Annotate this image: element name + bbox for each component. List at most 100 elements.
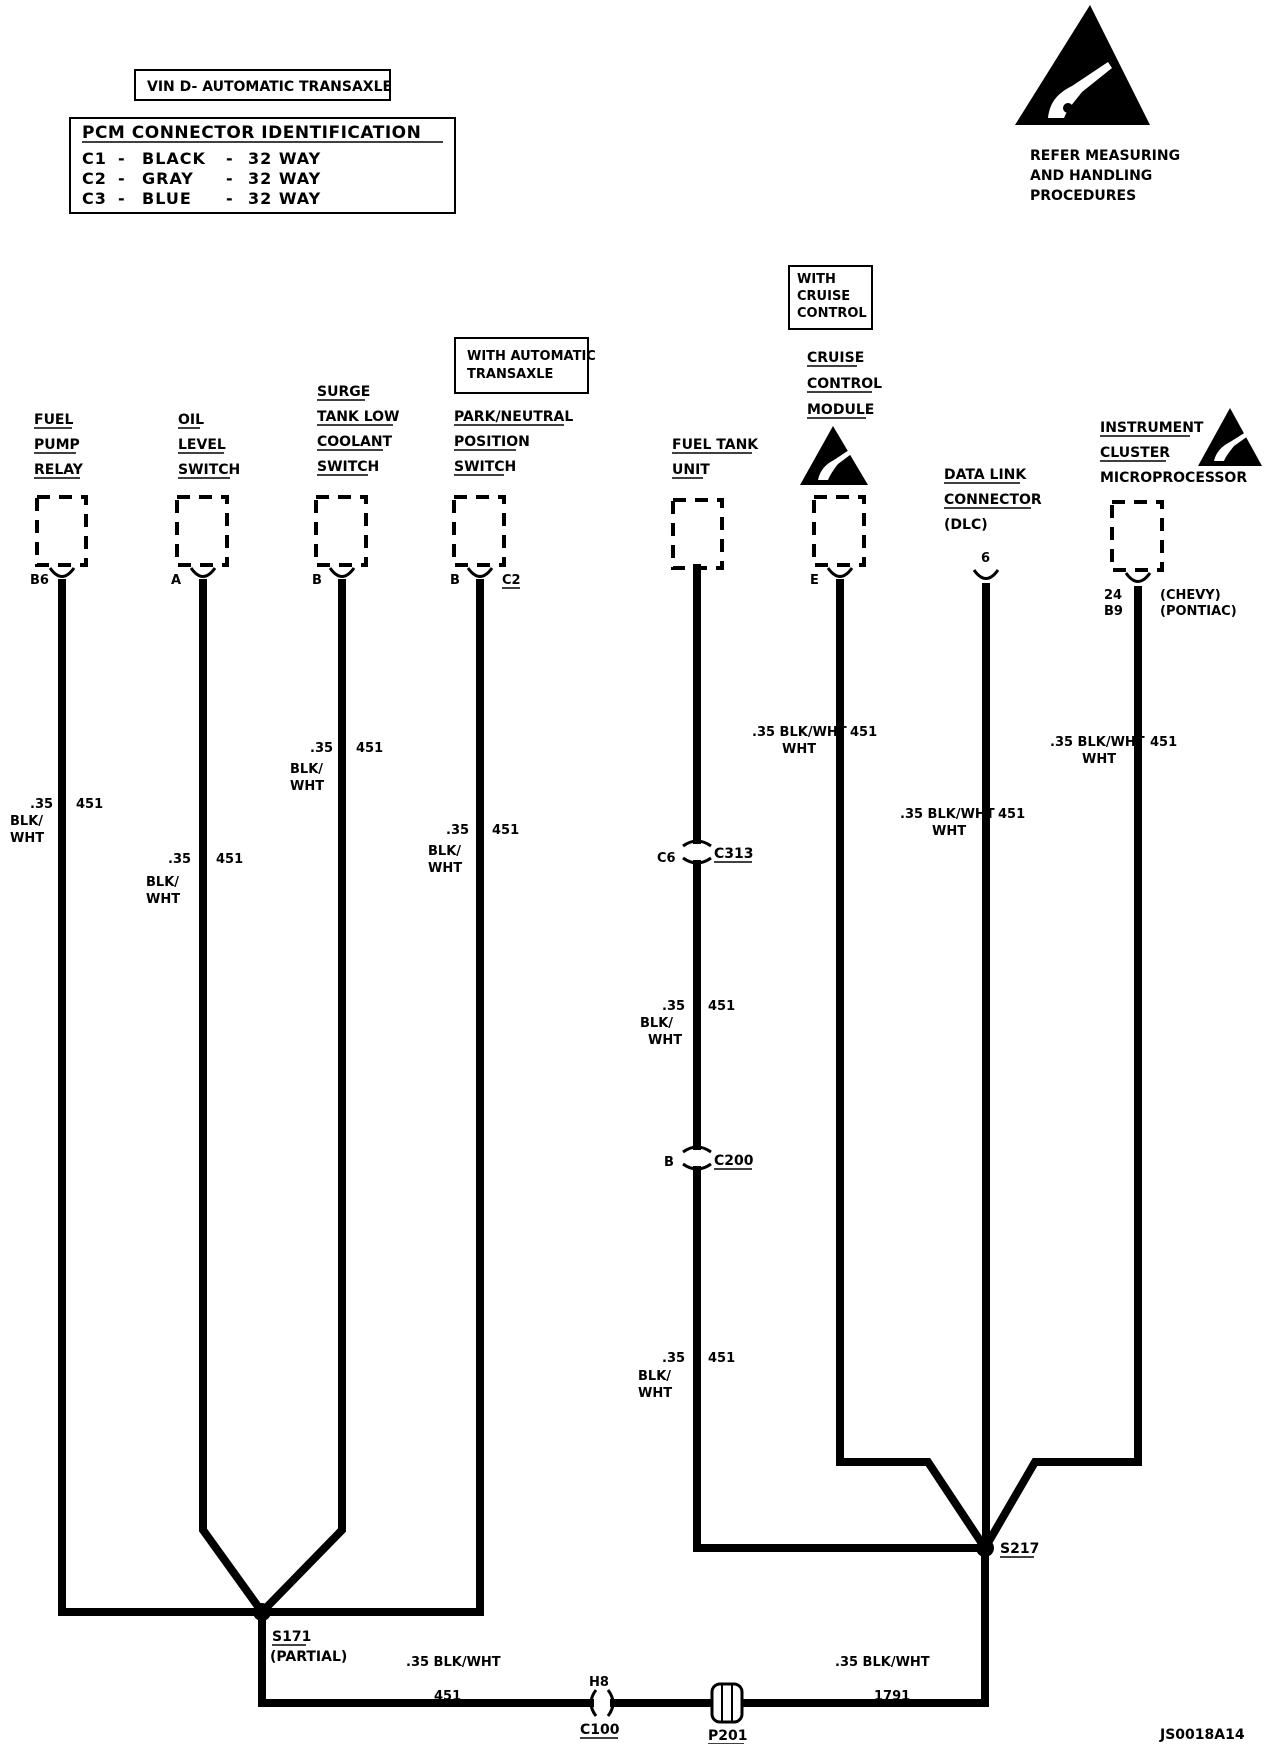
svg-text:POSITION: POSITION [454,434,530,450]
figure-id: JS0018A14 [1159,1727,1245,1743]
svg-text:TANK LOW: TANK LOW [317,409,400,425]
svg-text:PARK/NEUTRAL: PARK/NEUTRAL [454,409,573,425]
svg-text:LEVEL: LEVEL [178,437,226,453]
instrument-cluster-pin-chevy: 24 [1104,588,1122,603]
svg-text:451: 451 [356,741,383,756]
instrument-cluster-esd-icon [1198,408,1262,466]
automatic-option-box [454,337,589,394]
svg-text:451: 451 [76,797,103,812]
chevy-note: (CHEVY) [1160,588,1221,603]
pcm-row-c2-color: GRAY [142,169,194,188]
data-link-connector-label: DATA LINK CONNECTOR (DLC) [944,467,1042,533]
svg-text:WHT: WHT [1082,752,1116,767]
s171-note: (PARTIAL) [270,1649,347,1665]
oil-level-switch-label: OIL LEVEL SWITCH [178,412,240,479]
svg-text:FUEL TANK: FUEL TANK [672,437,759,453]
pcm-row-c2-ways: 32 WAY [248,169,321,188]
svg-text:451: 451 [492,823,519,838]
svg-text:WHT: WHT [428,861,462,876]
svg-text:.35 BLK/WHT: .35 BLK/WHT [1050,735,1145,750]
pcm-row-c3-color: BLUE [142,189,192,208]
pcm-row-c3-ways: 32 WAY [248,189,321,208]
cruise-option-box [788,265,873,330]
svg-text:WHT: WHT [782,742,816,757]
svg-text:451: 451 [708,999,735,1014]
svg-text:OIL: OIL [178,412,204,428]
esd-warning-icon [1015,5,1150,125]
oil-level-switch-box [175,495,229,567]
pcm-row-c1-ways: 32 WAY [248,149,321,168]
svg-text:RELAY: RELAY [34,462,84,478]
cruise-note-line2: CRUISE [797,289,850,304]
pcm-row-c2-id: C2 [82,169,107,188]
fuel-pump-relay-box [35,495,88,567]
svg-text:.35 BLK/WHT: .35 BLK/WHT [406,1655,501,1670]
svg-text:SWITCH: SWITCH [454,459,516,475]
c200-connector [682,1145,712,1171]
svg-text:MODULE: MODULE [807,402,874,418]
p201-label: P201 [708,1728,747,1744]
automatic-note-line2: TRANSAXLE [467,367,553,382]
c313-connector [682,839,712,865]
svg-text:.35 BLK/WHT: .35 BLK/WHT [835,1655,930,1670]
fuel-pump-relay-pin: B6 [30,573,49,588]
svg-text:.35 BLK/WHT: .35 BLK/WHT [752,725,847,740]
surge-tank-switch-label: SURGE TANK LOW COOLANT SWITCH [317,384,400,476]
svg-text:-: - [226,189,234,208]
pontiac-note: (PONTIAC) [1160,604,1237,619]
oil-level-switch-pin: A [171,573,181,588]
svg-text:CLUSTER: CLUSTER [1100,445,1170,461]
automatic-note-line1: WITH AUTOMATIC [467,349,596,364]
vin-label-box [134,69,391,101]
surge-tank-switch-pin: B [312,573,322,588]
svg-text:BLK/: BLK/ [290,762,323,777]
park-neutral-switch-connector: C2 [502,573,521,588]
svg-text:451: 451 [998,807,1025,822]
svg-text:MICROPROCESSOR: MICROPROCESSOR [1100,470,1247,486]
pcm-table-title: PCM CONNECTOR IDENTIFICATION [82,123,421,143]
s217-splice-dot [976,1539,994,1557]
svg-text:BLK/: BLK/ [10,814,43,829]
svg-text:1791: 1791 [874,1689,910,1704]
svg-text:CONNECTOR: CONNECTOR [944,492,1042,508]
svg-text:WHT: WHT [10,831,44,846]
svg-text:(DLC): (DLC) [944,517,988,533]
svg-text:-: - [226,149,234,168]
svg-text:451: 451 [708,1351,735,1366]
svg-text:BLK/: BLK/ [640,1016,673,1031]
svg-text:BLK/: BLK/ [428,844,461,859]
svg-text:-: - [118,149,126,168]
svg-text:451: 451 [850,725,877,740]
instrument-cluster-box [1110,500,1164,572]
svg-text:451: 451 [216,852,243,867]
svg-text:WHT: WHT [932,824,966,839]
svg-text:CRUISE: CRUISE [807,350,864,366]
svg-text:.35: .35 [446,823,469,838]
c200-label: C200 [714,1153,754,1169]
pcm-table-rows: C1 - BLACK - 32 WAY C2 - GRAY - 32 WAY C… [82,149,321,208]
cruise-control-module-box [812,495,866,567]
pcm-row-c1-color: BLACK [142,149,206,168]
svg-text:.35: .35 [30,797,53,812]
c313-label: C313 [714,846,754,862]
cruise-note-line1: WITH [797,272,836,287]
pin-terminals [48,567,1152,583]
surge-tank-switch-box [314,495,368,567]
svg-text:SWITCH: SWITCH [317,459,379,475]
svg-text:-: - [118,189,126,208]
wire-labels: .35 451 BLK/ WHT .35 451 BLK/ WHT .35 45… [10,725,1177,1704]
esd-note-line3: PROCEDURES [1030,188,1136,204]
cruise-note-line3: CONTROL [797,306,867,321]
c100-pin: H8 [589,1675,609,1690]
svg-text:.35: .35 [168,852,191,867]
svg-text:COOLANT: COOLANT [317,434,393,450]
vin-label: VIN D- AUTOMATIC TRANSAXLE [147,79,392,95]
instrument-cluster-pin-pontiac: B9 [1104,604,1123,619]
pcm-connector-table [69,117,456,214]
svg-text:BLK/: BLK/ [146,875,179,890]
instrument-cluster-label: INSTRUMENT CLUSTER MICROPROCESSOR [1100,420,1247,486]
s171-label: S171 [272,1629,311,1645]
fuel-tank-unit-label: FUEL TANK UNIT [672,437,759,479]
svg-text:WHT: WHT [648,1033,682,1048]
